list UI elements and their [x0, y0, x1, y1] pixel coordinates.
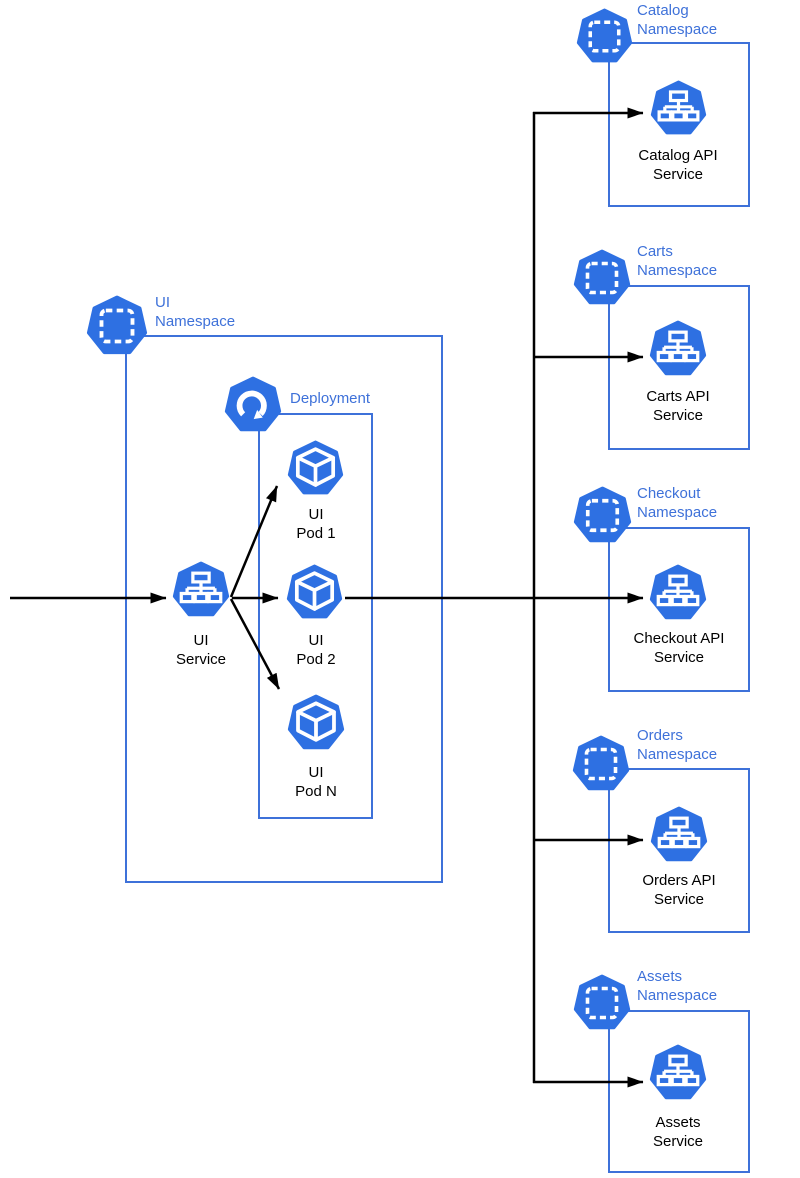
orders-namespace-box — [608, 768, 750, 933]
assets-namespace-box — [608, 1010, 750, 1173]
ui-pod-1-icon k8s-pod-icon — [287, 440, 344, 495]
checkout-namespace-box — [608, 527, 750, 692]
orders-api-service-caption: Orders API Service — [642, 872, 716, 908]
checkout-namespace-icon k8s-namespace-icon — [573, 486, 632, 543]
ui-pod-n-icon k8s-pod-icon — [287, 694, 345, 750]
ui-namespace-icon k8s-namespace-icon — [86, 295, 148, 355]
ui-pod-2-icon k8s-pod-icon — [286, 564, 343, 619]
carts-api-service-caption: Carts API Service — [646, 388, 710, 424]
carts-namespace-label: Carts Namespace — [637, 243, 718, 279]
ui-service-icon k8s-service-icon — [172, 561, 230, 617]
deployment-label: Deployment — [290, 390, 371, 407]
catalog-namespace-label: Catalog Namespace — [637, 2, 718, 38]
ui-pod-2-caption: UI Pod 2 — [296, 632, 336, 668]
carts-api-service-icon k8s-service-icon — [649, 320, 707, 376]
orders-namespace-icon k8s-namespace-icon — [572, 735, 630, 791]
carts-namespace-box — [608, 285, 750, 450]
catalog-api-service-caption: Catalog API Service — [638, 147, 718, 183]
assets-namespace-icon k8s-namespace-icon — [573, 974, 631, 1030]
carts-namespace-icon k8s-namespace-icon — [573, 249, 631, 305]
checkout-namespace-label: Checkout Namespace — [637, 485, 718, 521]
ui-namespace-label: UI Namespace — [155, 294, 236, 330]
catalog-api-service-icon k8s-service-icon — [650, 80, 707, 135]
catalog-namespace-box — [608, 42, 750, 207]
assets-service-caption: Assets Service — [652, 1114, 704, 1150]
assets-service-icon k8s-service-icon — [649, 1044, 707, 1100]
checkout-api-service-icon k8s-service-icon — [649, 564, 707, 620]
deployment-icon k8s-deployment-icon — [224, 376, 282, 432]
orders-namespace-label: Orders Namespace — [637, 727, 718, 763]
checkout-api-service-caption: Checkout API Service — [633, 630, 725, 666]
ui-pod-1-caption: UI Pod 1 — [296, 506, 336, 542]
orders-api-service-icon k8s-service-icon — [650, 806, 708, 862]
ui-namespace-box — [125, 335, 443, 883]
ui-pod-n-caption: UI Pod N — [295, 764, 337, 800]
assets-namespace-label: Assets Namespace — [637, 968, 718, 1004]
catalog-namespace-icon k8s-namespace-icon — [576, 8, 633, 63]
ui-service-caption: UI Service — [175, 632, 227, 668]
